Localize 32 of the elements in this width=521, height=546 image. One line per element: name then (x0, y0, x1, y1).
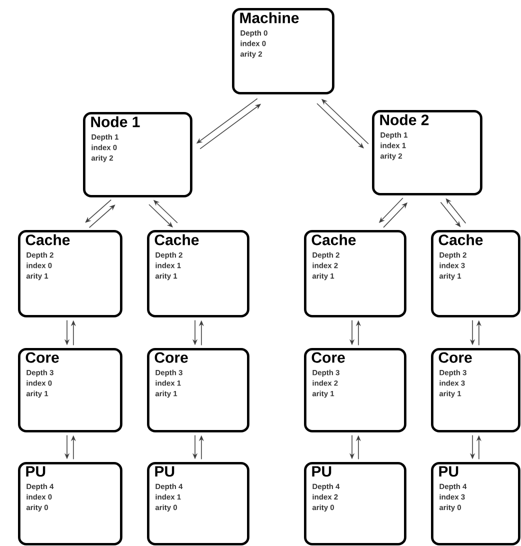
box-heading: Core (438, 352, 472, 363)
rounded-box (147, 348, 250, 432)
rounded-box (304, 348, 406, 432)
box-heading: Node 2 (380, 114, 429, 126)
rounded-box (232, 8, 334, 94)
box-heading: Machine (240, 12, 299, 24)
box-heading: Core (26, 352, 59, 363)
rounded-box (18, 230, 122, 318)
box-heading: Cache (438, 234, 483, 246)
box-heading: Core (312, 352, 345, 363)
rounded-box (304, 462, 406, 546)
rounded-box (18, 462, 122, 546)
rounded-box (431, 230, 520, 318)
box-heading: Cache (154, 234, 199, 246)
box-heading: Core (154, 352, 188, 363)
box-heading: PU (439, 466, 458, 477)
box-heading: Cache (312, 234, 356, 246)
rounded-box (431, 348, 520, 432)
rounded-box (431, 462, 520, 546)
rounded-box (18, 348, 122, 432)
rounded-box (83, 112, 192, 198)
box-heading: PU (312, 466, 332, 477)
rounded-box (372, 110, 482, 196)
arrow (148, 204, 173, 228)
box-heading: Node 1 (91, 116, 140, 128)
arrow (85, 199, 112, 223)
box-heading: PU (26, 466, 46, 477)
box-heading: PU (155, 466, 174, 477)
rounded-box (147, 462, 250, 546)
rounded-box (147, 230, 250, 318)
box-heading: Cache (26, 234, 70, 246)
rounded-box (304, 230, 406, 318)
